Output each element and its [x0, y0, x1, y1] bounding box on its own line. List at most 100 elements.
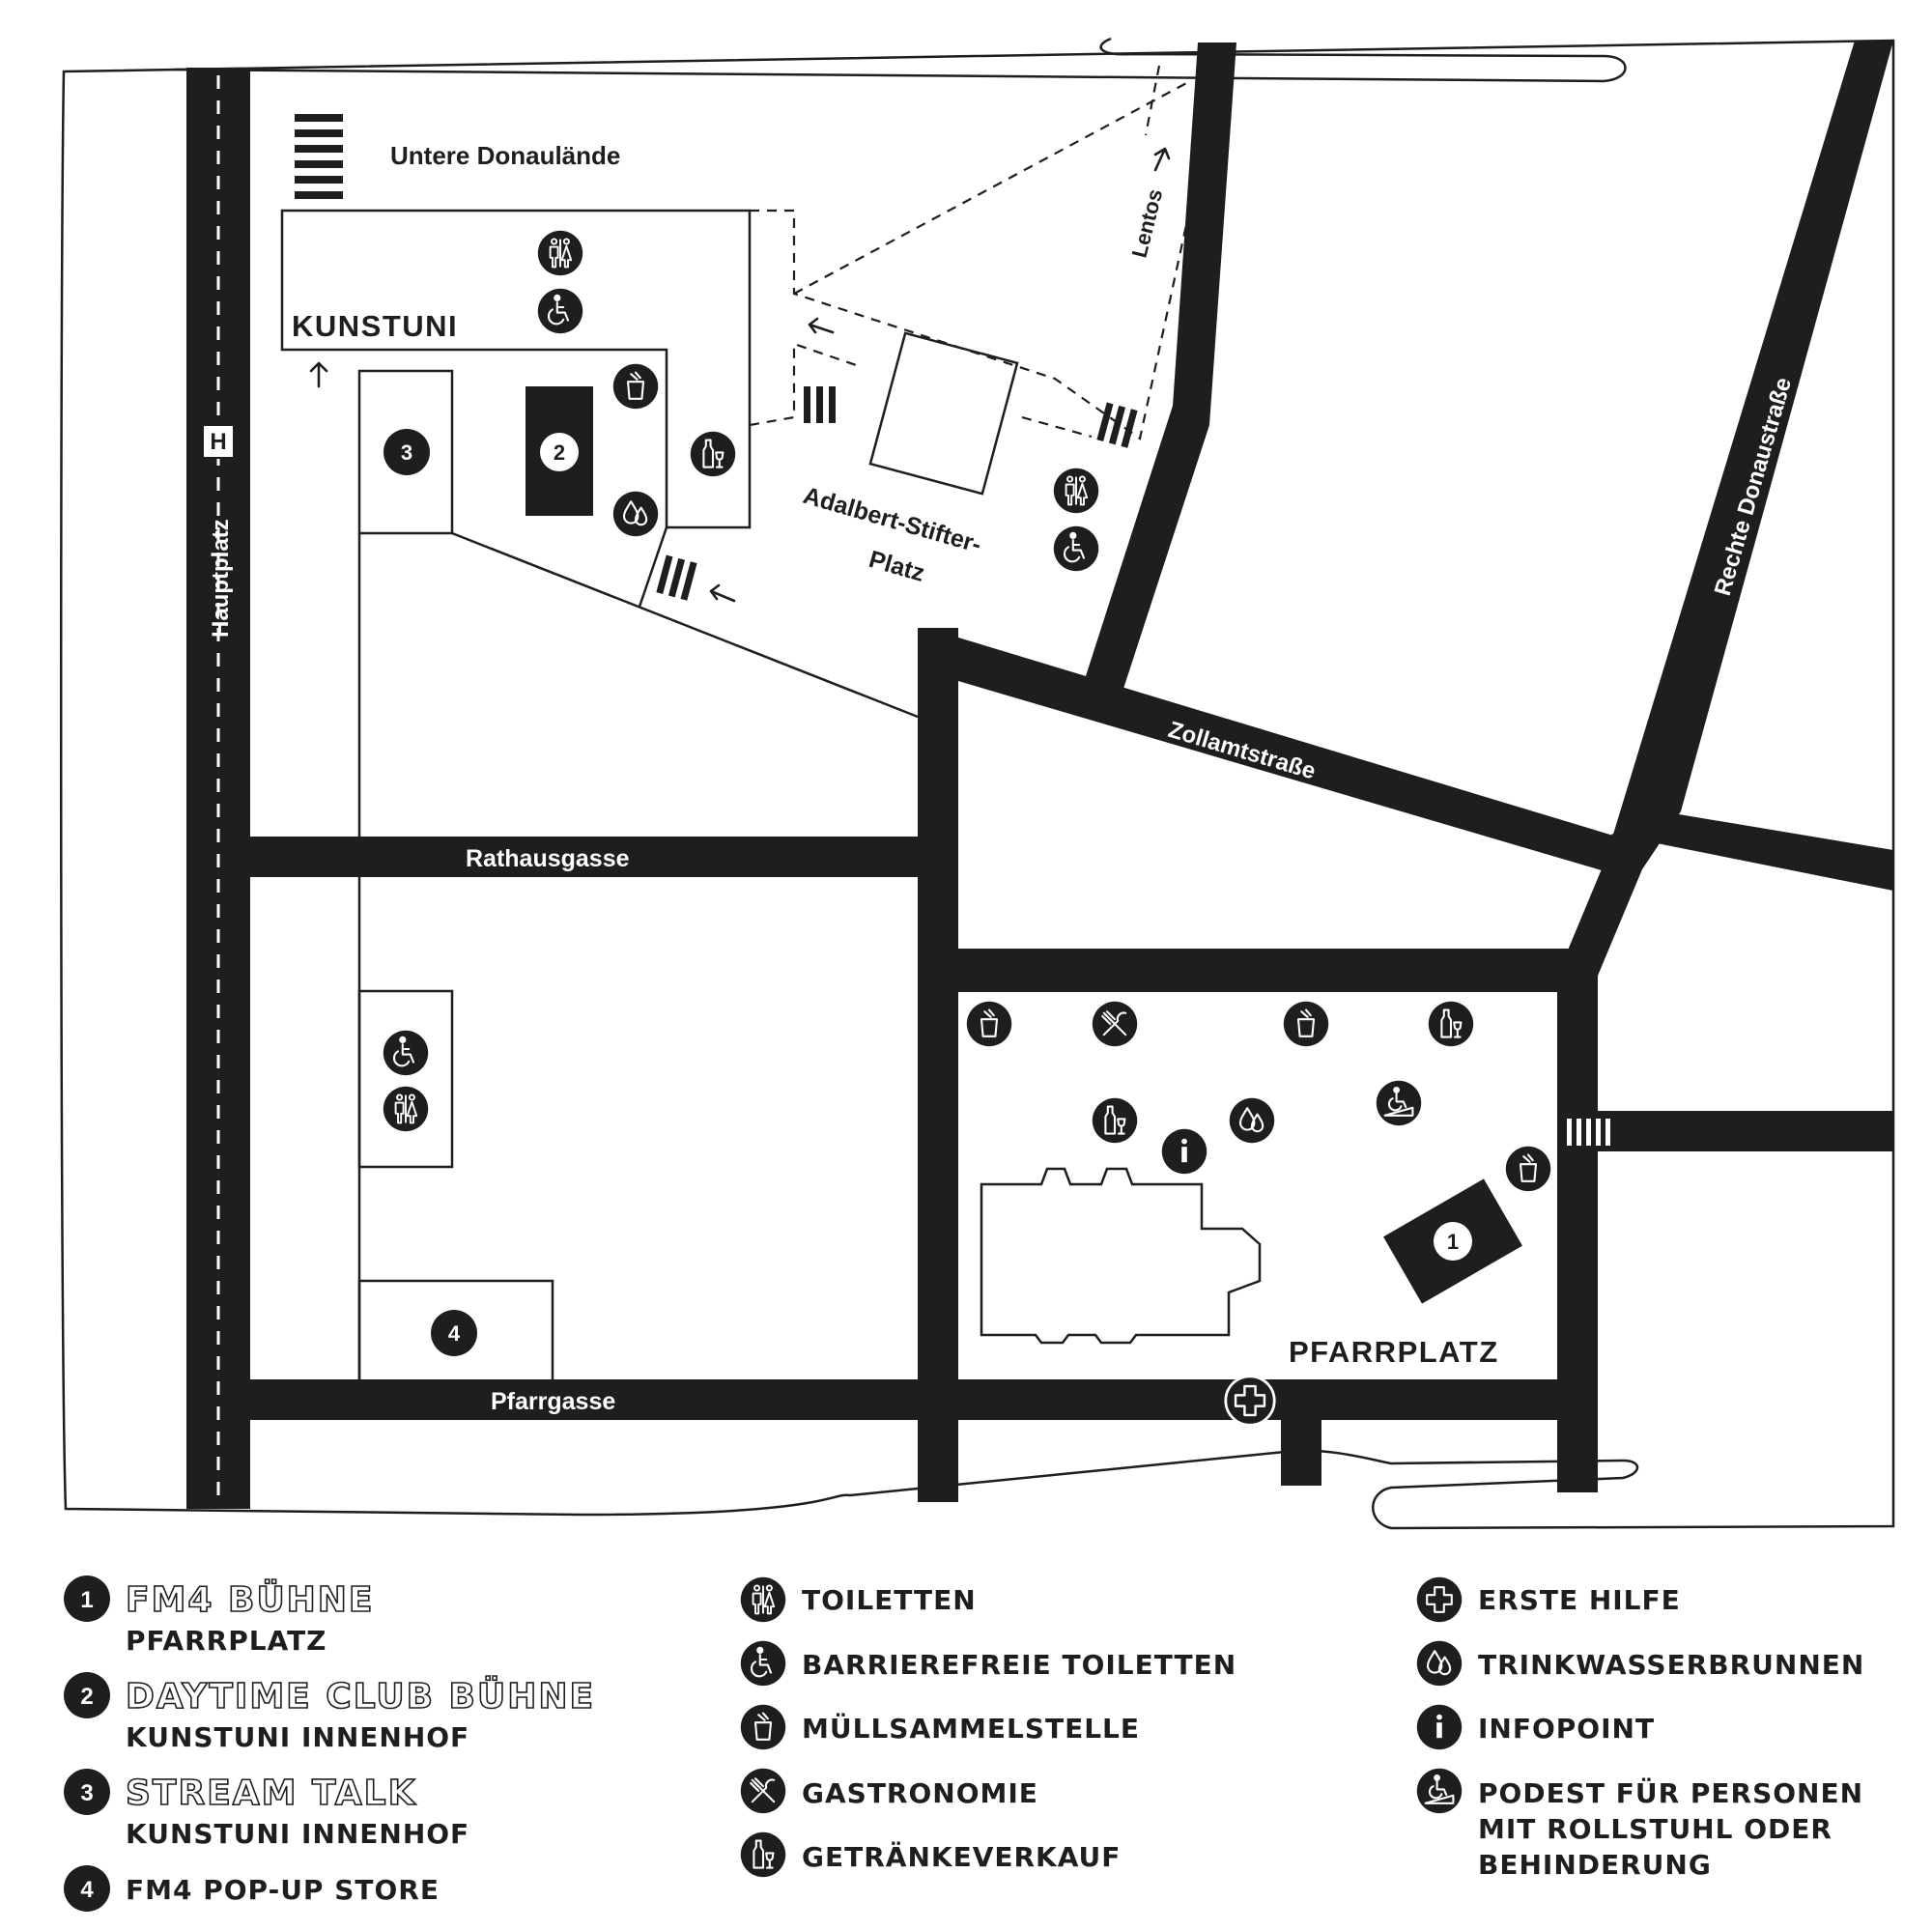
wheelchair-ramp-icon: [1416, 1768, 1463, 1814]
crosswalk-lentos: [1096, 402, 1138, 448]
waste-bin-icon: [612, 363, 659, 410]
svg-text:MÜLLSAMMELSTELLE: MÜLLSAMMELSTELLE: [802, 1712, 1140, 1745]
road-pfarrplatz-east: [1557, 976, 1598, 1492]
bottle-glass-icon: [1428, 1001, 1474, 1047]
svg-text:TOILETTEN: TOILETTEN: [802, 1584, 977, 1616]
svg-text:BEHINDERUNG: BEHINDERUNG: [1478, 1849, 1712, 1881]
stage-4-building: [357, 1279, 554, 1383]
label-pfarrgasse: Pfarrgasse: [491, 1388, 615, 1415]
accessible-toilet-icon: [740, 1640, 786, 1687]
kunstuni-courtyard-edge-2: [638, 526, 668, 608]
svg-text:FM4 POP-UP STORE: FM4 POP-UP STORE: [126, 1874, 440, 1906]
svg-text:1: 1: [80, 1587, 93, 1613]
label-pfarrplatz: PFARRPLATZ: [1289, 1335, 1499, 1369]
stage-2-marker[interactable]: 2: [526, 386, 593, 516]
bottle-glass-icon: [690, 431, 736, 477]
wheelchair-ramp-icon: [1376, 1080, 1422, 1126]
water-drops-icon: [1229, 1097, 1275, 1144]
label-hauptplatz: Hauptplatz: [208, 519, 234, 638]
svg-text:TRINKWASSERBRUNNEN: TRINKWASSERBRUNNEN: [1478, 1649, 1864, 1681]
road-rechte-donaustrasse: [1557, 41, 1893, 976]
legend-stage-4: 4 FM4 POP-UP STORE: [64, 1865, 440, 1912]
legend-stage-2: 2 DAYTIME CLUB BÜHNE KUNSTUNI INNENHOF: [64, 1672, 595, 1753]
toilets-icon: [537, 230, 583, 276]
fork-knife-icon: [1092, 1001, 1138, 1047]
legend-toilets: TOILETTEN: [740, 1576, 977, 1623]
crosswalk-east: [1567, 1119, 1610, 1146]
arrow-left-courtyard: [709, 583, 736, 603]
svg-text:2: 2: [80, 1684, 93, 1710]
fork-knife-icon: [740, 1768, 786, 1814]
roads: [186, 41, 1893, 1509]
waste-bin-icon: [740, 1704, 786, 1750]
arrow-up-kunstuni: [309, 361, 328, 388]
svg-text:PODEST FÜR PERSONEN: PODEST FÜR PERSONEN: [1478, 1776, 1863, 1809]
map-paper-top-edge: [173, 37, 1627, 83]
legend-water: TRINKWASSERBRUNNEN: [1416, 1640, 1864, 1687]
arrow-left-kunstuni: [808, 317, 835, 334]
road-junction: [1611, 811, 1893, 891]
svg-text:H: H: [210, 429, 226, 455]
svg-text:ERSTE HILFE: ERSTE HILFE: [1478, 1584, 1681, 1616]
legend-stage-3: 3 STREAM TALK KUNSTUNI INNENHOF: [64, 1769, 469, 1850]
legend-gastronomy: GASTRONOMIE: [740, 1768, 1038, 1814]
legend-podest: PODEST FÜR PERSONEN MIT ROLLSTUHL ODER B…: [1416, 1768, 1863, 1881]
svg-text:4: 4: [448, 1321, 461, 1346]
west-toilet-block: [357, 989, 454, 1169]
waste-bin-icon: [1283, 1001, 1329, 1047]
stage-3-building: [357, 369, 454, 535]
crosswalks: [295, 114, 1610, 1146]
svg-text:DAYTIME CLUB BÜHNE: DAYTIME CLUB BÜHNE: [126, 1676, 595, 1717]
road-east: [1598, 1111, 1893, 1151]
info-icon: [1161, 1128, 1208, 1175]
info-icon: [1416, 1704, 1463, 1750]
svg-text:1: 1: [1447, 1230, 1459, 1254]
water-drops-icon: [1416, 1640, 1463, 1687]
legend-accessible-toilets: BARRIEREFREIE TOILETTEN: [740, 1640, 1236, 1687]
legend-first-aid: ERSTE HILFE: [1416, 1576, 1681, 1623]
first-aid-icon: [1224, 1375, 1276, 1427]
crosswalk-kunstuni-north: [295, 114, 343, 199]
toilets-icon: [383, 1086, 429, 1132]
arrow-lentos: [1153, 147, 1171, 172]
legend: 1 FM4 BÜHNE PFARRPLATZ 2 DAYTIME CLUB BÜ…: [64, 1575, 1864, 1912]
svg-text:2: 2: [554, 440, 565, 465]
stage-3-marker[interactable]: 3: [384, 429, 430, 475]
church-outline: [980, 1167, 1262, 1345]
svg-text:3: 3: [80, 1780, 93, 1806]
stage-1-marker[interactable]: 1: [1383, 1178, 1522, 1304]
first-aid-icon: [1416, 1576, 1463, 1623]
accessible-toilet-icon: [537, 288, 583, 334]
svg-text:3: 3: [401, 440, 412, 465]
waste-bin-icon: [1505, 1146, 1551, 1192]
svg-text:MIT ROLLSTUHL ODER: MIT ROLLSTUHL ODER: [1478, 1813, 1833, 1845]
legend-drinks: GETRÄNKEVERKAUF: [740, 1831, 1121, 1878]
bottle-glass-icon: [740, 1831, 786, 1878]
svg-text:GETRÄNKEVERKAUF: GETRÄNKEVERKAUF: [802, 1840, 1121, 1873]
kunstuni-courtyard-edge: [451, 531, 919, 719]
road-lentos: [1084, 43, 1236, 692]
svg-text:STREAM TALK: STREAM TALK: [126, 1774, 416, 1813]
road-south-stub: [1281, 1420, 1321, 1486]
legend-stage-1: 1 FM4 BÜHNE PFARRPLATZ: [64, 1575, 373, 1657]
svg-text:INFOPOINT: INFOPOINT: [1478, 1713, 1655, 1745]
label-untere-donaulaende: Untere Donaulände: [390, 141, 620, 170]
road-zollamtstrasse: [918, 628, 1623, 873]
accessible-toilet-icon: [383, 1030, 429, 1076]
water-drops-icon: [612, 491, 659, 537]
road-rathausgasse: [250, 837, 926, 877]
crosswalk-courtyard: [656, 554, 697, 601]
svg-text:PFARRPLATZ: PFARRPLATZ: [126, 1625, 327, 1657]
stage-4-marker[interactable]: 4: [431, 1310, 477, 1356]
bus-stop-sign: H: [202, 424, 235, 459]
svg-text:GASTRONOMIE: GASTRONOMIE: [802, 1777, 1038, 1809]
svg-text:BARRIEREFREIE TOILETTEN: BARRIEREFREIE TOILETTEN: [802, 1649, 1236, 1681]
legend-waste: MÜLLSAMMELSTELLE: [740, 1704, 1140, 1750]
label-kunstuni: KUNSTUNI: [292, 309, 458, 343]
direction-arrows: [309, 147, 1171, 603]
toilets-icon: [1053, 468, 1099, 514]
map-paper-outline: [59, 39, 1895, 1530]
crosswalk-kunstuni-east: [804, 386, 836, 423]
svg-text:KUNSTUNI INNENHOF: KUNSTUNI INNENHOF: [126, 1818, 469, 1850]
